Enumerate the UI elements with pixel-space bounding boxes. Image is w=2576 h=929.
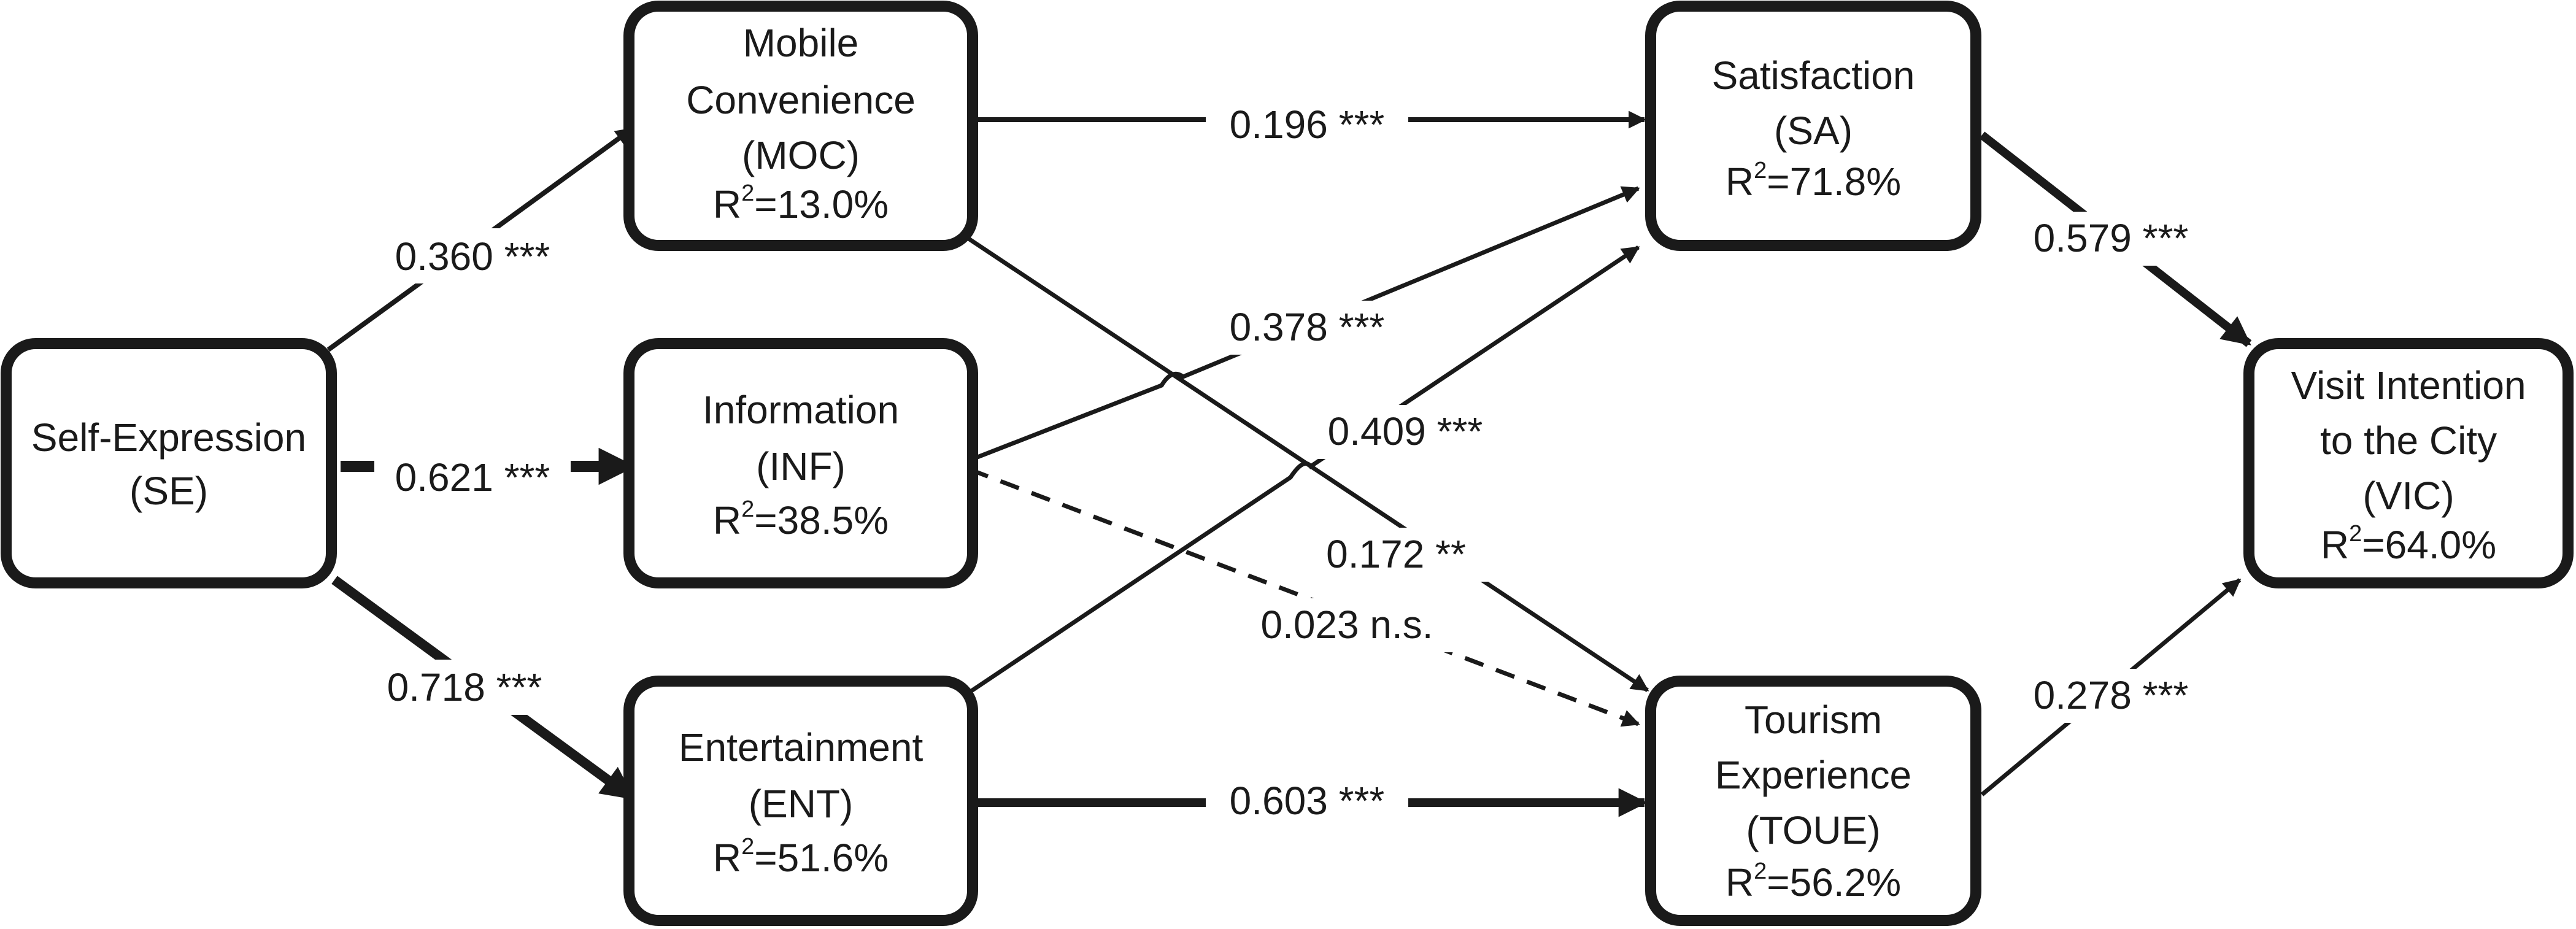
path-label-se-ent: 0.718 *** xyxy=(387,665,542,709)
node-inf-line-2: (INF) xyxy=(756,444,846,488)
path-label-bg-se-inf xyxy=(374,451,571,505)
node-ent-r2: R2=51.6% xyxy=(713,834,889,880)
path-label-se-moc: 0.360 *** xyxy=(395,234,550,279)
node-sa-line-2: (SA) xyxy=(1774,109,1853,153)
node-se-line-1: Self-Expression xyxy=(31,415,306,460)
path-label-bg-toue-vic xyxy=(2010,669,2212,723)
path-label-bg-inf-toue xyxy=(1221,598,1473,652)
path-label-bg-sa-vic xyxy=(2010,212,2212,266)
path-label-bg-ent-sa xyxy=(1304,405,1506,459)
path-label-bg-ent-toue xyxy=(1206,774,1408,828)
path-label-moc-sa: 0.196 *** xyxy=(1230,102,1385,147)
path-label-se-inf: 0.621 *** xyxy=(395,455,550,499)
node-ent-line-1: Entertainment xyxy=(679,725,924,769)
node-inf-line-1: Information xyxy=(703,388,899,432)
path-label-ent-sa: 0.409 *** xyxy=(1328,409,1483,453)
node-ent-r2-value: =51.6% xyxy=(754,836,889,880)
node-vic-r2: R2=64.0% xyxy=(2321,521,2496,567)
node-sa-r2-sup: 2 xyxy=(1754,158,1767,183)
path-label-toue-vic: 0.278 *** xyxy=(2034,673,2189,717)
node-sa-r2: R2=71.8% xyxy=(1726,158,1901,204)
node-ent-line-2: (ENT) xyxy=(749,782,854,826)
node-inf-r2-sup: 2 xyxy=(741,496,754,522)
node-ent-r2-prefix: R xyxy=(713,836,741,880)
node-moc-r2-prefix: R xyxy=(713,182,741,226)
node-moc-line-2: Convenience xyxy=(686,78,916,122)
node-vic-line-3: (VIC) xyxy=(2362,474,2454,518)
path-label-sa-vic: 0.579 *** xyxy=(2034,216,2189,260)
node-inf-r2: R2=38.5% xyxy=(713,496,889,542)
node-inf-r2-value: =38.5% xyxy=(754,498,889,542)
node-se-line-2: (SE) xyxy=(129,469,208,513)
node-vic: Visit Intention to the City (VIC) R2=64.… xyxy=(2243,338,2574,588)
node-se: Self-Expression (SE) xyxy=(1,338,337,588)
node-moc-r2-sup: 2 xyxy=(741,180,754,206)
path-arrow-moc-toue xyxy=(959,231,1649,692)
node-toue-r2-prefix: R xyxy=(1726,860,1754,904)
path-coefficient-labels: 0.360 *** 0.621 *** 0.718 *** 0.196 *** … xyxy=(365,98,2212,828)
path-label-inf-sa: 0.378 *** xyxy=(1230,305,1385,349)
node-toue-line-2: Experience xyxy=(1715,753,1911,797)
path-label-bg-moc-sa xyxy=(1206,98,1408,152)
path-label-bg-inf-sa xyxy=(1206,301,1408,355)
node-toue-r2-sup: 2 xyxy=(1754,858,1767,884)
node-moc-line-1: Mobile xyxy=(743,21,859,65)
node-sa-line-1: Satisfaction xyxy=(1712,53,1915,98)
path-label-inf-toue: 0.023 n.s. xyxy=(1260,603,1433,647)
path-label-ent-toue: 0.603 *** xyxy=(1230,779,1385,823)
path-label-bg-moc-toue xyxy=(1304,528,1488,582)
node-moc-r2: R2=13.0% xyxy=(713,180,889,226)
node-vic-r2-value: =64.0% xyxy=(2362,523,2496,567)
node-toue-r2-value: =56.2% xyxy=(1767,860,1901,904)
node-sa: Satisfaction (SA) R2=71.8% xyxy=(1645,1,1981,251)
node-moc-line-3: (MOC) xyxy=(742,133,860,177)
node-moc-r2-value: =13.0% xyxy=(754,182,889,226)
node-ent-r2-sup: 2 xyxy=(741,834,754,860)
node-inf-r2-prefix: R xyxy=(713,498,741,542)
node-vic-line-2: to the City xyxy=(2320,418,2497,463)
path-label-bg-se-moc xyxy=(371,228,574,283)
node-moc: Mobile Convenience (MOC) R2=13.0% xyxy=(623,1,978,251)
path-label-bg-se-ent xyxy=(365,660,568,715)
node-ent: Entertainment (ENT) R2=51.6% xyxy=(623,676,978,926)
node-sa-r2-prefix: R xyxy=(1726,160,1754,204)
path-label-moc-toue: 0.172 ** xyxy=(1326,532,1466,576)
node-toue-line-3: (TOUE) xyxy=(1746,808,1880,852)
node-toue-r2: R2=56.2% xyxy=(1726,858,1901,904)
node-vic-line-1: Visit Intention xyxy=(2291,363,2526,407)
node-toue: Tourism Experience (TOUE) R2=56.2% xyxy=(1645,676,1981,926)
path-arrow-inf-toue xyxy=(968,467,1640,727)
node-inf: Information (INF) R2=38.5% xyxy=(623,338,978,588)
node-sa-r2-value: =71.8% xyxy=(1767,160,1901,204)
node-vic-r2-prefix: R xyxy=(2321,523,2349,567)
node-vic-r2-sup: 2 xyxy=(2349,521,2362,547)
node-toue-line-1: Tourism xyxy=(1745,698,1882,742)
